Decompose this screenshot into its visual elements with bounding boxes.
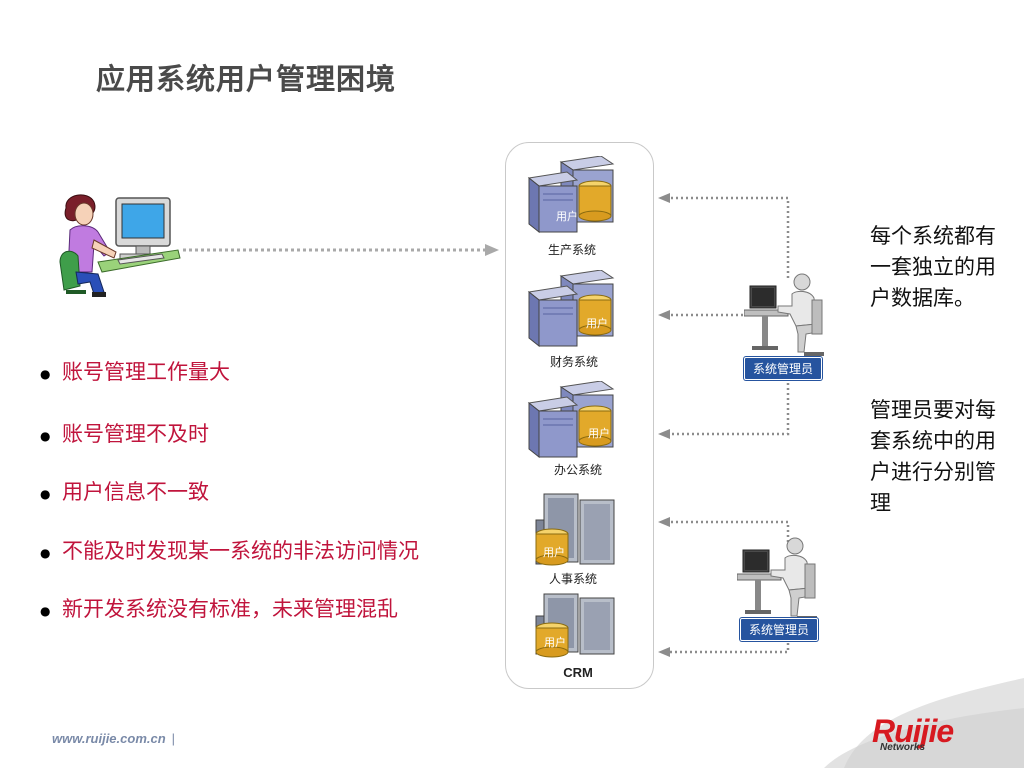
bullet-dot-icon: ● — [40, 366, 51, 381]
system-label: 生产系统 — [547, 243, 596, 257]
note-text: 管理员要对每套系统中的用户进行分别管理 — [870, 398, 996, 515]
rack-server-icon — [535, 593, 615, 658]
bullet-item: ●新开发系统没有标准，未来管理混乱 — [40, 597, 398, 621]
db-label: 用户 — [588, 427, 610, 440]
footer-url[interactable]: www.ruijie.com.cn| — [52, 731, 176, 746]
system-label: CRM — [563, 665, 593, 680]
bullet-item: ●账号管理工作量大 — [40, 360, 230, 384]
bullet-item: ●账号管理不及时 — [40, 422, 209, 446]
db-label: 用户 — [556, 210, 578, 223]
db-label: 用户 — [544, 636, 566, 649]
bullet-dot-icon: ● — [40, 486, 51, 501]
tower-server-icon — [527, 270, 615, 348]
rack-server-icon — [535, 493, 615, 566]
admin-badge: 系统管理员 — [744, 357, 823, 380]
admin-badge: 系统管理员 — [740, 618, 819, 641]
admin-at-computer-icon — [744, 273, 824, 356]
bullet-item: ●用户信息不一致 — [40, 480, 209, 504]
admin-at-computer-icon — [737, 537, 817, 620]
note-text: 每个系统都有一套独立的用户数据库。 — [870, 224, 996, 310]
ruijie-logo: Ruijie — [872, 713, 954, 749]
system-label: 财务系统 — [549, 355, 598, 369]
bullet-dot-icon: ● — [40, 428, 51, 443]
ruijie-logo-sub: Networks — [880, 742, 926, 753]
tower-server-icon — [527, 156, 615, 234]
tower-server-icon — [527, 381, 615, 459]
slide-title: 应用系统用户管理困境 — [96, 62, 397, 96]
db-label: 用户 — [543, 546, 565, 559]
system-label: 办公系统 — [553, 463, 602, 477]
footer-swoosh — [824, 678, 1024, 768]
db-label: 用户 — [586, 317, 608, 330]
bullet-item: ●不能及时发现某一系统的非法访问情况 — [40, 539, 419, 563]
user-at-computer-icon — [59, 194, 181, 297]
bullet-dot-icon: ● — [40, 545, 51, 560]
bullet-dot-icon: ● — [40, 603, 51, 618]
access-arrow — [183, 244, 499, 256]
system-label: 人事系统 — [548, 572, 597, 586]
